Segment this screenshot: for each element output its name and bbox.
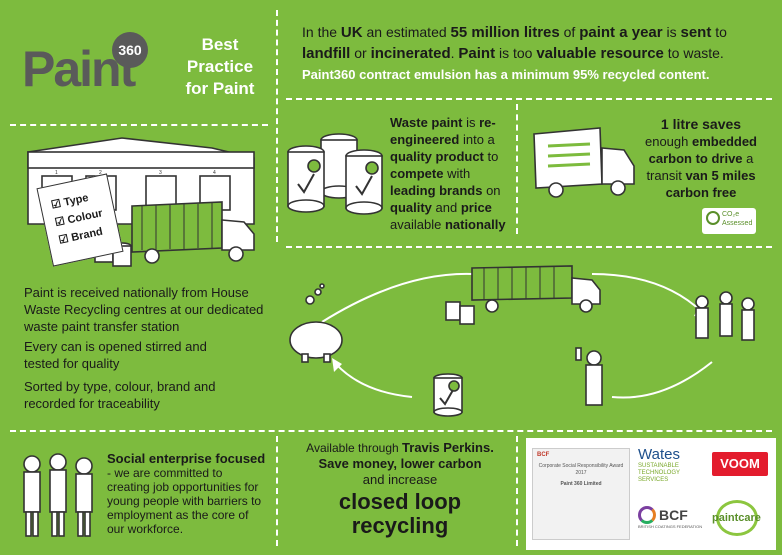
bcf-mini-logo: BCF (537, 452, 550, 458)
award-certificate: BCF Corporate Social Responsibility Awar… (532, 448, 630, 540)
wates-logo: Wates SUSTAINABLE TECHNOLOGY SERVICES (638, 446, 681, 483)
bcf-logo: BCF BRITISH COATINGS FEDERATION (638, 506, 703, 529)
divider (286, 98, 772, 100)
divider (286, 246, 772, 248)
bay-number: 4 (213, 170, 216, 176)
divider (276, 436, 278, 546)
checkbox-icon: ☑ (53, 215, 67, 230)
availability-text: Available through Travis Perkins. Save m… (306, 440, 494, 538)
bcf-ring-icon (638, 506, 656, 524)
sorting-text: Sorted by type, colour, brand and record… (24, 379, 216, 411)
divider (10, 430, 772, 432)
bay-number: 3 (159, 170, 162, 176)
tagline-line: Practice (186, 57, 254, 76)
bay-number: 1 (55, 170, 58, 176)
reengineer-text: Waste paint is re-engineered into a qual… (390, 115, 506, 232)
tagline-line: for Paint (185, 79, 255, 98)
checkbox-icon: ☑ (57, 232, 70, 247)
recycling-cycle-illustration (289, 265, 755, 417)
divider (516, 436, 518, 546)
logo-badge: 360 (112, 32, 148, 68)
tagline-line: Best (201, 35, 239, 54)
testing-text: Every can is opened stirred and tested f… (24, 339, 207, 371)
co2-icon (706, 211, 720, 225)
divider (276, 10, 278, 242)
workers-illustration (23, 453, 93, 537)
collection-text: Paint is received nationally from House … (24, 285, 264, 334)
van-illustration (533, 127, 635, 198)
sponsors-panel: BCF Corporate Social Responsibility Awar… (526, 438, 776, 550)
paintcare-ring-icon (716, 500, 758, 536)
divider (516, 104, 518, 234)
paintcare-logo: paintcare (710, 500, 770, 540)
social-enterprise-text: Social enterprise focused - we are commi… (107, 451, 266, 537)
voom-logo: VOOM (712, 452, 768, 476)
carbon-saving-text: 1 litre saves enough embedded carbon to … (644, 116, 757, 200)
divider (10, 124, 268, 126)
checkbox-icon: ☑ (50, 197, 63, 212)
recycled-content-note: Paint360 contract emulsion has a minimum… (302, 67, 710, 82)
paint-cans-illustration (287, 133, 383, 215)
bay-number: 2 (99, 170, 102, 176)
tagline: Best Practice for Paint (170, 34, 270, 100)
intro-text: In the UK an estimated 55 million litres… (302, 24, 727, 62)
